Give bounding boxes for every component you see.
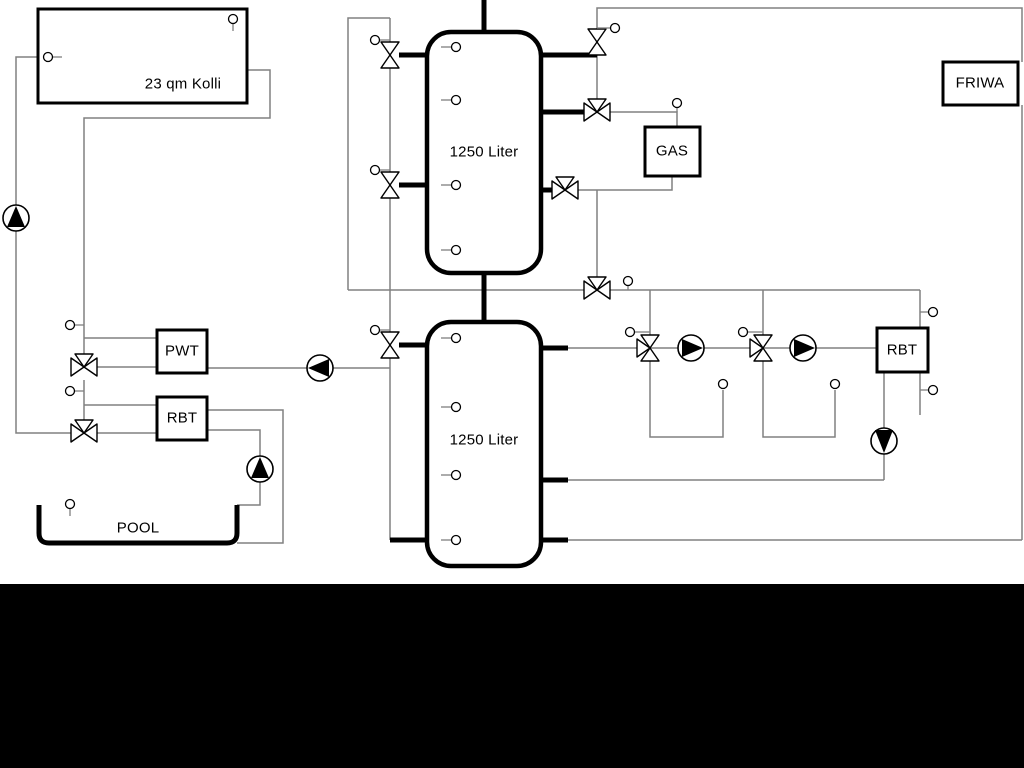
valve-rbt-3way bbox=[70, 419, 98, 443]
valve-tank1-lower bbox=[380, 171, 400, 199]
sensor-rbt-right-bottom bbox=[920, 384, 939, 396]
pipe-collector-supply bbox=[15, 56, 71, 434]
sensor-mid-valve bbox=[622, 275, 634, 290]
pool-basin bbox=[36, 505, 240, 546]
valve-gas-3way bbox=[583, 98, 611, 122]
sensor-valve-t2-upper bbox=[369, 324, 390, 336]
tank-bottom-label: 1250 Liter bbox=[449, 431, 519, 449]
pipe-hc2-loop bbox=[762, 361, 836, 438]
buffer-tank-top bbox=[424, 29, 544, 276]
valve-pwt-3way bbox=[70, 353, 98, 377]
pump-hc1-right bbox=[677, 334, 705, 362]
sensor-tank1-1 bbox=[441, 41, 462, 53]
sensor-tank1-3 bbox=[441, 179, 462, 191]
rbt-right-label: RBT bbox=[886, 341, 918, 359]
pump-up-icon bbox=[251, 457, 269, 478]
rbt-left-label: RBT bbox=[166, 409, 198, 427]
sensor-tank2-1 bbox=[441, 332, 462, 344]
sensor-pool bbox=[64, 498, 76, 516]
sensor-gas-line bbox=[671, 97, 683, 112]
pipe-column-top-link bbox=[347, 17, 390, 290]
pipe-hc1-loop bbox=[649, 361, 724, 438]
pump-left-icon bbox=[308, 359, 329, 377]
pump-up-icon bbox=[7, 206, 25, 227]
pipes-thick bbox=[390, 0, 597, 543]
pump-rbt-down bbox=[870, 427, 898, 455]
sensor-valve-t1-lower bbox=[369, 164, 390, 176]
collector-label: 23 qm Kolli bbox=[144, 75, 222, 93]
valve-mid-3way bbox=[583, 276, 611, 300]
valve-hc2-3way bbox=[749, 334, 773, 362]
pipe-gas-supply bbox=[610, 111, 678, 127]
pipes-thin bbox=[15, 7, 1023, 544]
sensor-tank2-4 bbox=[441, 534, 462, 546]
rbt-left-box bbox=[155, 395, 209, 442]
gas-label: GAS bbox=[655, 142, 689, 160]
pump-hc2-right bbox=[789, 334, 817, 362]
pipe-collector-return bbox=[83, 69, 271, 354]
tank-top-label: 1250 Liter bbox=[449, 143, 519, 161]
pump-solar-up bbox=[2, 204, 30, 232]
pipe-top-right-run bbox=[596, 7, 1023, 62]
pipe-rbt-pool-return bbox=[207, 409, 284, 544]
letterbox-bottom bbox=[0, 584, 1024, 768]
pipe-gas-return bbox=[578, 176, 673, 191]
pwt-label: PWT bbox=[165, 342, 199, 360]
sensor-tank1-2 bbox=[441, 94, 462, 106]
pump-right-icon bbox=[682, 339, 703, 357]
sensor-hc1-return bbox=[717, 378, 729, 390]
sensor-rbt-inlet bbox=[64, 385, 84, 397]
sensor-collector-top bbox=[227, 13, 239, 31]
valve-tank2-upper bbox=[380, 331, 400, 359]
sensor-tank1-4 bbox=[441, 244, 462, 256]
pwt-box bbox=[155, 328, 209, 375]
sensor-hc2-valve bbox=[737, 326, 763, 338]
friwa-label: FRIWA bbox=[955, 74, 1005, 92]
pool-label: POOL bbox=[116, 519, 160, 537]
buffer-tank-bottom bbox=[424, 319, 544, 569]
component-boxes bbox=[36, 7, 1020, 569]
sensor-dhw-top bbox=[597, 22, 621, 34]
sensors bbox=[42, 13, 939, 546]
solar-collector-box bbox=[36, 7, 249, 105]
sensor-collector-left bbox=[42, 51, 62, 63]
pump-down-icon bbox=[875, 430, 893, 453]
sensor-tank2-2 bbox=[441, 401, 462, 413]
valve-hc1-3way bbox=[636, 334, 660, 362]
valve-gas-return-3way bbox=[551, 176, 579, 200]
sensor-hc1-valve bbox=[624, 326, 650, 338]
sensor-tank2-3 bbox=[441, 469, 462, 481]
sensor-valve-t1-upper bbox=[369, 34, 390, 46]
sensor-pwt-inlet bbox=[64, 319, 84, 331]
valve-tank1-upper bbox=[380, 41, 400, 69]
gas-boiler-box bbox=[643, 125, 702, 178]
rbt-right-box bbox=[875, 326, 930, 374]
sensor-hc2-return bbox=[829, 378, 841, 390]
pump-pool-up bbox=[246, 455, 274, 483]
pump-pwt-left bbox=[306, 354, 334, 382]
pump-right-icon bbox=[794, 339, 815, 357]
sensor-rbt-right-top bbox=[920, 306, 939, 318]
valve-dhw-top bbox=[587, 28, 607, 56]
friwa-box bbox=[941, 60, 1020, 107]
